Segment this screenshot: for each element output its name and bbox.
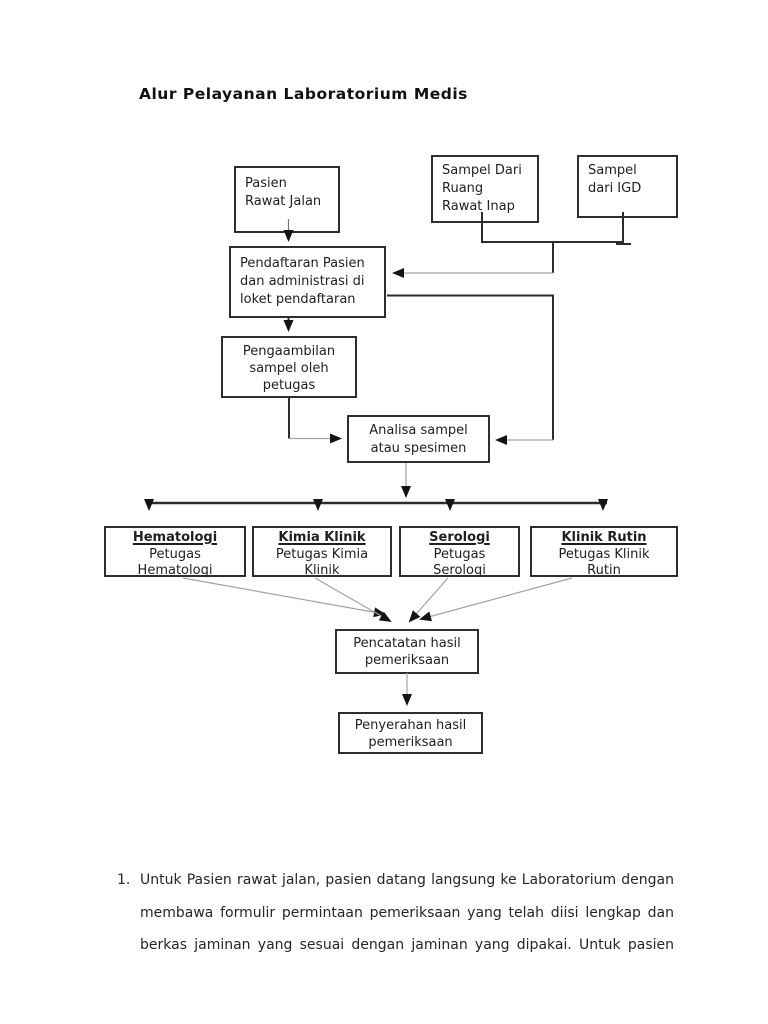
node-line: Pengaambilan <box>242 344 336 359</box>
node-title: Hematologi <box>132 530 218 545</box>
node-pendaftaran-pasien: Pendaftaran Pasien dan administrasi di l… <box>229 246 386 318</box>
node-pencatatan-hasil: Pencatatan hasil pemeriksaan <box>335 629 479 674</box>
node-line: Petugas Klinik <box>558 546 650 562</box>
node-line: sampel oleh <box>249 361 329 376</box>
node-line: Pencatatan hasil <box>353 636 461 651</box>
node-line: Ruang <box>442 181 484 196</box>
arrow-klinikrutin-to-pencatatan <box>419 577 573 622</box>
note-number: 1. <box>117 872 131 888</box>
node-line: loket pendaftaran <box>240 292 356 307</box>
node-line: dan administrasi di <box>240 274 365 289</box>
node-line: petugas <box>262 378 316 393</box>
node-line: Analisa sampel <box>369 423 468 438</box>
node-pengambilan-sampel: Pengaambilan sampel oleh petugas <box>221 336 357 398</box>
numbered-note: 1. Untuk Pasien rawat jalan, pasien data… <box>117 864 674 962</box>
note-text-line: membawa formulir permintaan pemeriksaan … <box>140 904 674 921</box>
node-serologi: Serologi Petugas Serologi <box>399 526 520 577</box>
node-sampel-dari-igd: Sampel dari IGD <box>577 155 678 218</box>
node-pasien-rawat-jalan: Pasien Rawat Jalan <box>234 166 340 233</box>
node-analisa-sampel: Analisa sampel atau spesimen <box>347 415 490 463</box>
node-line: Rawat Jalan <box>245 194 322 209</box>
node-line: pemeriksaan <box>368 735 453 750</box>
node-kimia-klinik: Kimia Klinik Petugas Kimia Klinik <box>252 526 392 577</box>
node-title: Kimia Klinik <box>278 530 366 545</box>
node-hematologi: Hematologi Petugas Hematologi <box>104 526 246 577</box>
arrow-serologi-to-pencatatan <box>408 577 449 623</box>
node-line: Sampel <box>588 163 637 178</box>
node-line: Petugas <box>149 546 201 562</box>
node-line: Rawat Inap <box>442 199 515 214</box>
note-text-line: Untuk Pasien rawat jalan, pasien datang … <box>140 872 674 888</box>
node-line: pemeriksaan <box>364 653 450 668</box>
node-line: atau spesimen <box>370 441 467 456</box>
node-line: Penyerahan hasil <box>354 718 467 733</box>
node-line: Petugas <box>433 546 486 562</box>
node-line: Pendaftaran Pasien <box>240 256 365 271</box>
node-line: Pasien <box>245 176 287 191</box>
node-title: Serologi <box>429 530 490 545</box>
node-title: Klinik Rutin <box>561 530 647 545</box>
node-sampel-ruang-rawat-inap: Sampel Dari Ruang Rawat Inap <box>431 155 539 223</box>
note-text: Untuk Pasien rawat jalan, pasien datang … <box>140 864 674 962</box>
node-penyerahan-hasil: Penyerahan hasil pemeriksaan <box>338 712 483 754</box>
node-line: Rutin <box>587 563 621 577</box>
node-line: Sampel Dari <box>442 163 522 178</box>
arrow-kimia-to-pencatatan <box>314 577 392 622</box>
node-line: Petugas Kimia <box>275 546 369 562</box>
arrow-hematologi-to-pencatatan <box>182 577 386 618</box>
node-line: Klinik <box>304 563 340 577</box>
node-line: dari IGD <box>588 181 642 196</box>
note-text-line: berkas jaminan yang sesuai dengan jamina… <box>140 937 674 953</box>
node-line: Serologi <box>433 563 486 577</box>
node-klinik-rutin: Klinik Rutin Petugas Klinik Rutin <box>530 526 678 577</box>
node-line: Hematologi <box>137 563 213 577</box>
page-title: Alur Pelayanan Laboratorium Medis <box>139 85 468 103</box>
